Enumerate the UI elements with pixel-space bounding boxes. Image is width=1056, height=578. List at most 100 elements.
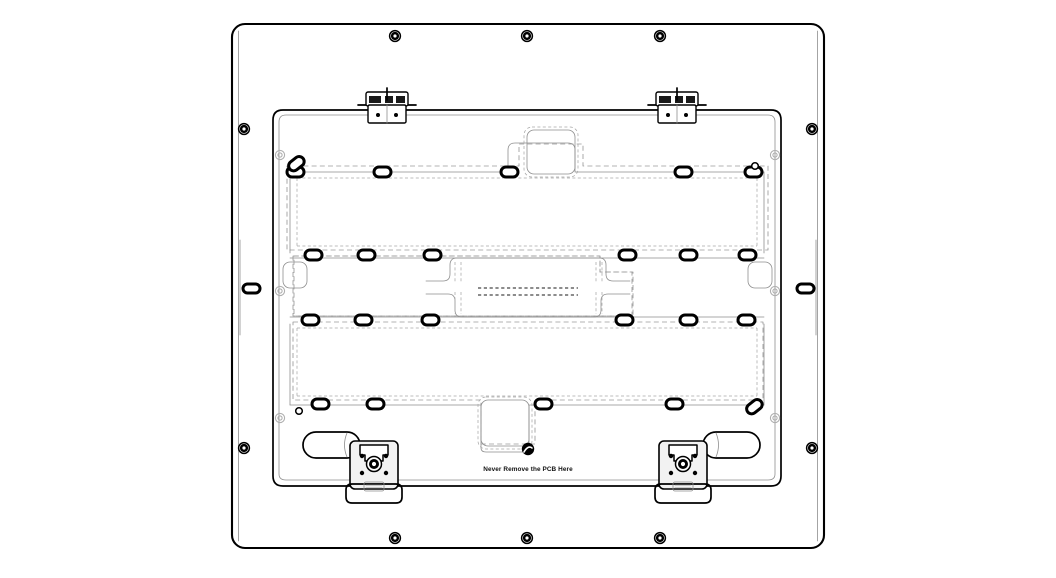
oval-hole	[310, 397, 331, 411]
oval-hole	[303, 248, 324, 262]
screws-group	[237, 29, 819, 545]
ghost-ring	[274, 149, 286, 161]
ghost-ring-core	[277, 415, 283, 421]
angled-oval-top-left	[287, 155, 306, 173]
bottom-center-cutout-hidden	[477, 396, 533, 450]
ghost-ring	[274, 412, 286, 424]
oval-hole	[617, 248, 638, 262]
connector-right-hole-b	[684, 113, 688, 117]
oval-hole	[422, 248, 443, 262]
oval-hole	[614, 313, 635, 327]
antenna-connector-left-group	[357, 87, 417, 124]
vent-grille-group	[478, 287, 578, 296]
hinge-left-hole-bl	[359, 470, 365, 476]
ghost-boss-rings-group	[274, 149, 781, 424]
hinge-right-hole-bl	[668, 470, 674, 476]
hinge-right-hole-tl	[668, 453, 674, 459]
hinge-right-pivot-hub	[680, 461, 686, 467]
connector-left-hole-a	[376, 113, 380, 117]
oval-hole	[499, 165, 520, 179]
oval-hole	[533, 397, 554, 411]
screw-bottom-left	[388, 531, 402, 545]
connector-right-pin-a	[659, 96, 671, 103]
rubber-foot-left-end-cap	[344, 432, 348, 458]
oval-hole	[420, 313, 441, 327]
oval-hole	[372, 165, 393, 179]
connector-left-pin-c	[396, 96, 405, 103]
connector-right-pin-c	[686, 96, 695, 103]
ghost-ring-core	[277, 152, 283, 158]
hinge-right-hole-tr	[692, 453, 698, 459]
screw-left-upper	[237, 122, 251, 136]
hinge-mount-right-group	[654, 440, 712, 504]
hidden-lower-compartment	[292, 321, 764, 445]
hinge-left-foot-bracket	[345, 483, 403, 504]
bottom-center-cutout	[480, 399, 530, 447]
oval-hole	[673, 165, 694, 179]
inner-bottom-panel-group	[272, 109, 782, 487]
upper-bay-side-edges	[289, 171, 765, 254]
outer-case-group	[230, 22, 826, 550]
lower-bay-side-edges	[289, 323, 765, 406]
oval-hole	[353, 313, 374, 327]
angled-corner-ovals-group	[287, 155, 764, 416]
hidden-upper-compartment	[286, 143, 769, 251]
ghost-ring-core	[277, 288, 283, 294]
screw-center-warning	[521, 442, 535, 456]
inner-tab-left	[282, 261, 308, 289]
oval-hole	[300, 313, 321, 327]
hinge-left-hole-tl	[359, 453, 365, 459]
screw-bottom-right	[653, 531, 667, 545]
top-center-cutout	[526, 129, 576, 175]
screw-top-right	[653, 29, 667, 43]
hinge-right-tab	[672, 481, 694, 492]
oval-hole	[678, 248, 699, 262]
inner-tab-right	[747, 261, 773, 289]
inner-bottom-panel	[272, 109, 782, 487]
ghost-ring	[769, 285, 781, 297]
oval-hole	[736, 313, 757, 327]
hinge-left-tab-ribs	[365, 484, 383, 489]
top-center-cutout-hidden	[523, 126, 579, 178]
oval-hole	[365, 397, 386, 411]
hinge-left-tab	[363, 481, 385, 492]
ghost-ring-core	[772, 288, 778, 294]
hidden-pocket-verticals-upper	[296, 178, 758, 246]
ghost-ring	[769, 149, 781, 161]
inner-panel-inset	[278, 114, 776, 481]
connector-left-hole-b	[394, 113, 398, 117]
antenna-connector-right-group	[647, 87, 707, 124]
oval-hole	[664, 397, 685, 411]
center-step-tick-dashes-lower	[454, 292, 603, 314]
oval-hole	[356, 248, 377, 262]
center-cutouts-group	[477, 126, 579, 450]
screw-right-upper	[805, 122, 819, 136]
hinge-mount-left-group	[345, 440, 403, 504]
connector-left-pin-a	[369, 96, 381, 103]
ghost-ring	[274, 285, 286, 297]
angled-oval-bottom-right	[745, 398, 764, 416]
center-caption: Never Remove the PCB Here	[483, 466, 573, 473]
hinge-left-hole-br	[383, 470, 389, 476]
screw-bottom-center	[520, 531, 534, 545]
screw-top-center	[520, 29, 534, 43]
screw-left-lower	[237, 441, 251, 455]
side-port-slot-right	[795, 282, 816, 295]
hinge-left-hole-tr	[383, 453, 389, 459]
outer-case-outline	[230, 22, 826, 550]
hidden-middle-right-compartment-mirror	[293, 255, 633, 317]
screw-top-left	[388, 29, 402, 43]
side-rails-group	[239, 239, 817, 336]
hidden-pocket-verticals-lower	[296, 328, 758, 396]
hinge-right-hole-br	[692, 470, 698, 476]
small-hole-top-right	[750, 161, 760, 171]
ghost-ring-core	[772, 415, 778, 421]
screw-right-lower	[805, 441, 819, 455]
hinge-right-foot-bracket	[654, 483, 712, 504]
hinge-left-pivot-hub	[371, 461, 377, 467]
ghost-ring	[769, 412, 781, 424]
inner-corner-tabs-group	[282, 261, 773, 289]
